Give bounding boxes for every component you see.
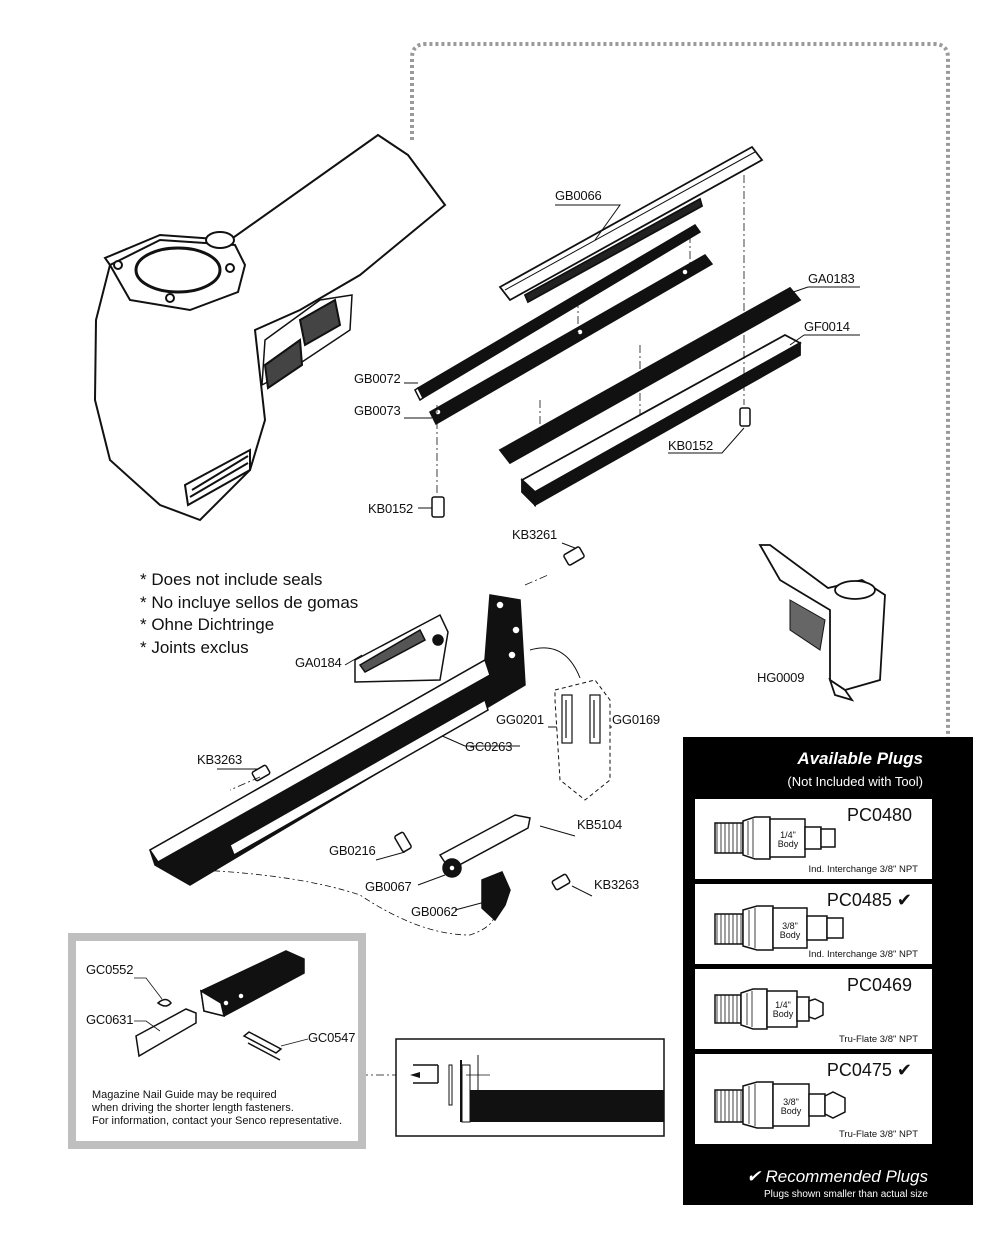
gauge-pieces bbox=[561, 694, 601, 744]
plug-icon bbox=[714, 905, 844, 951]
note-line: * Does not include seals bbox=[140, 570, 323, 589]
recommended-plugs-label: ✔ Recommended Plugs bbox=[746, 1167, 929, 1186]
label-kb0152-left: KB0152 bbox=[368, 501, 414, 516]
plug-body-line: Body bbox=[772, 1009, 794, 1019]
screws-upper bbox=[431, 407, 751, 518]
screw-kb3261 bbox=[563, 546, 585, 566]
rail-gb0073 bbox=[429, 254, 714, 426]
plugs-title: Available Plugs bbox=[797, 749, 923, 768]
rail-gf0014 bbox=[498, 286, 802, 508]
plug-icon bbox=[714, 816, 836, 860]
plug-body-line: 1/4" bbox=[775, 1000, 791, 1010]
feeder-ga0184 bbox=[354, 613, 449, 683]
plug-body-line: 3/8" bbox=[782, 921, 798, 931]
label-kb0152-right: KB0152 bbox=[668, 438, 714, 453]
label-ga0184: GA0184 bbox=[295, 655, 342, 670]
check-icon: ✔ bbox=[896, 1060, 912, 1080]
plug-code: PC0485 bbox=[826, 890, 892, 910]
label-kb3261: KB3261 bbox=[512, 527, 558, 542]
note-line: * Joints exclus bbox=[140, 637, 249, 657]
note-line: * No incluye sellos de gomas bbox=[140, 592, 359, 612]
plug-desc: Ind. Interchange 3/8" NPT bbox=[808, 864, 918, 875]
label-kb5104: KB5104 bbox=[577, 817, 623, 832]
plug-icon bbox=[714, 1081, 846, 1129]
recommended-plugs-note: Plugs shown smaller than actual size bbox=[764, 1189, 928, 1200]
label-ga0183: GA0183 bbox=[808, 271, 855, 286]
label-gb0073: GB0073 bbox=[354, 403, 401, 418]
inset-note-line: For information, contact your Senco repr… bbox=[92, 1115, 343, 1127]
available-plugs-panel: Available Plugs (Not Included with Tool)… bbox=[683, 737, 973, 1205]
rail-gb0066 bbox=[498, 145, 764, 304]
rail-gb0072 bbox=[414, 224, 702, 402]
plug-body-line: 1/4" bbox=[780, 830, 796, 840]
label-gc0547: GC0547 bbox=[308, 1030, 356, 1045]
plug-card: PC0475 ✔ 3/8"Body Tru-Flate 3/8" NPT bbox=[695, 1054, 932, 1144]
note-line: * Ohne Dichtringe bbox=[140, 615, 275, 634]
label-gc0263: GC0263 bbox=[465, 739, 513, 754]
label-gb0062: GB0062 bbox=[411, 904, 458, 919]
plug-code: PC0469 bbox=[846, 975, 912, 995]
label-gf0014: GF0014 bbox=[804, 319, 850, 334]
label-kb3263-left: KB3263 bbox=[197, 752, 243, 767]
tool-small-hg0009 bbox=[758, 544, 886, 702]
plug-code: PC0475 bbox=[826, 1060, 892, 1080]
curved-arrow bbox=[529, 647, 581, 679]
check-icon: ✔ bbox=[896, 890, 912, 910]
label-gb0066: GB0066 bbox=[555, 188, 602, 203]
plug-desc: Tru-Flate 3/8" NPT bbox=[838, 1034, 918, 1045]
plug-body-size: 1/4"Body bbox=[773, 831, 803, 849]
plug-card: PC0469 1/4"Body Tru-Flate 3/8" NPT bbox=[695, 969, 932, 1049]
plug-body-size: 3/8"Body bbox=[775, 922, 805, 940]
plug-body-size: 3/8"Body bbox=[775, 1098, 807, 1116]
inset-note-line: when driving the shorter length fastener… bbox=[92, 1102, 294, 1114]
plugs-subtitle: (Not Included with Tool) bbox=[787, 774, 923, 789]
label-gg0201: GG0201 bbox=[496, 712, 544, 727]
plug-desc: Ind. Interchange 3/8" NPT bbox=[808, 949, 918, 960]
dashed-loop bbox=[199, 869, 497, 936]
plug-icon bbox=[714, 988, 824, 1030]
tool-body bbox=[93, 133, 447, 522]
follower-arm-kb5104 bbox=[394, 814, 571, 922]
label-hg0009: HG0009 bbox=[757, 670, 805, 685]
nail-guide-drawing bbox=[134, 950, 309, 1061]
label-gb0216: GB0216 bbox=[329, 843, 376, 858]
seal-notes: * Does not include seals * No incluye se… bbox=[140, 569, 358, 659]
plug-code: PC0480 bbox=[846, 805, 912, 825]
label-gc0631: GC0631 bbox=[86, 1012, 134, 1027]
leader-lines bbox=[217, 204, 860, 911]
nail-guide-inset: GC0552 GC0631 GC0547 Magazine Nail Guide… bbox=[68, 933, 366, 1149]
detail-box bbox=[395, 1038, 665, 1137]
plug-body-size: 1/4"Body bbox=[769, 1001, 797, 1019]
screw-kb3263-left bbox=[251, 764, 271, 782]
dashed-guides-upper bbox=[436, 175, 745, 495]
plug-body-line: Body bbox=[777, 839, 799, 849]
plug-body-line: 3/8" bbox=[783, 1097, 799, 1107]
plug-body-line: Body bbox=[779, 930, 801, 940]
inset-note: Magazine Nail Guide may be required when… bbox=[92, 1089, 342, 1128]
label-gb0067: GB0067 bbox=[365, 879, 412, 894]
plug-card: PC0485 ✔ 3/8"Body Ind. Interchange 3/8" … bbox=[695, 884, 932, 964]
plug-body-line: Body bbox=[780, 1106, 802, 1116]
inset-note-line: Magazine Nail Guide may be required bbox=[92, 1089, 277, 1101]
label-gg0169: GG0169 bbox=[612, 712, 660, 727]
label-gc0552: GC0552 bbox=[86, 962, 134, 977]
label-gb0072: GB0072 bbox=[354, 371, 401, 386]
label-kb3263-right: KB3263 bbox=[594, 877, 640, 892]
inset-panel: GC0552 GC0631 GC0547 Magazine Nail Guide… bbox=[76, 941, 358, 1141]
plug-desc: Tru-Flate 3/8" NPT bbox=[838, 1129, 918, 1140]
plug-card: PC0480 1/4"Body Ind. Interchange 3/8" NP… bbox=[695, 799, 932, 879]
dashed-guides-lower bbox=[229, 574, 549, 791]
magazine-gc0263 bbox=[148, 594, 526, 886]
